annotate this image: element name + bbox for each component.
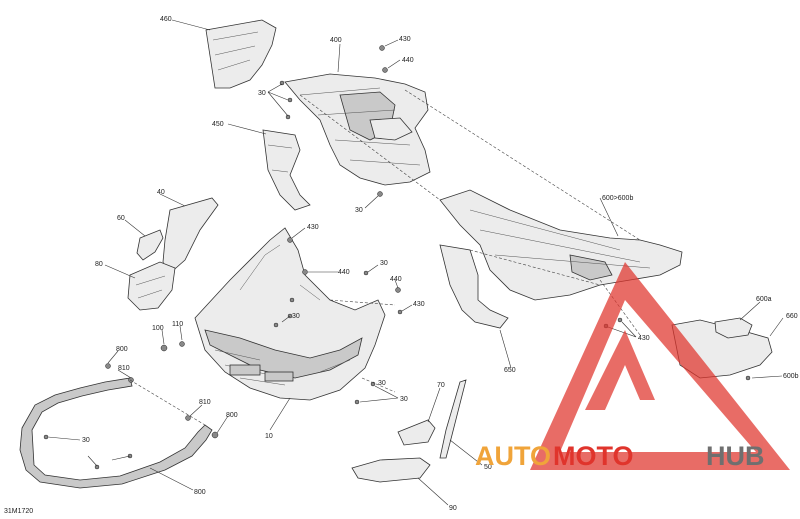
callout-400: 400 bbox=[330, 37, 342, 44]
callout-430: 430 bbox=[413, 301, 425, 308]
callout-10: 10 bbox=[265, 433, 273, 440]
callout-810: 810 bbox=[199, 399, 211, 406]
callout-430: 430 bbox=[307, 224, 319, 231]
part-650-bracket bbox=[439, 244, 509, 329]
callout-450: 450 bbox=[212, 121, 224, 128]
watermark: AUTO MOTO HUB bbox=[475, 262, 790, 471]
callout-810: 810 bbox=[118, 365, 130, 372]
part-60-panel bbox=[136, 229, 164, 261]
callout-100: 100 bbox=[152, 325, 164, 332]
callout-430: 430 bbox=[399, 36, 411, 43]
callout-440: 440 bbox=[402, 57, 414, 64]
callout-430: 430 bbox=[638, 335, 650, 342]
callout-800: 800 bbox=[194, 489, 206, 496]
fasteners bbox=[43, 45, 751, 470]
callout-800: 800 bbox=[116, 346, 128, 353]
callout-600b: 600b bbox=[783, 373, 799, 380]
callout-440: 440 bbox=[338, 269, 350, 276]
part-600a-clip bbox=[714, 317, 753, 339]
callout-90: 90 bbox=[449, 505, 457, 512]
callout-30: 30 bbox=[82, 437, 90, 444]
callout-40: 40 bbox=[157, 189, 165, 196]
callout-800: 800 bbox=[226, 412, 238, 419]
callout-440: 440 bbox=[390, 276, 402, 283]
callout-660: 660 bbox=[786, 313, 798, 320]
watermark-text-auto: AUTO bbox=[475, 441, 551, 471]
part-40-panel bbox=[162, 197, 219, 276]
part-80-panel bbox=[127, 261, 176, 311]
callout-30: 30 bbox=[258, 90, 266, 97]
part-460-panel bbox=[205, 19, 277, 89]
assembly-lines bbox=[129, 89, 641, 426]
callout-650: 650 bbox=[504, 367, 516, 374]
callout-60: 60 bbox=[117, 215, 125, 222]
callout-80: 80 bbox=[95, 261, 103, 268]
callout-110: 110 bbox=[172, 321, 183, 328]
part-90-panel bbox=[351, 457, 431, 483]
watermark-text-hub: HUB bbox=[706, 441, 765, 471]
callout-600-600b: 600>600b bbox=[602, 195, 633, 202]
callout-460: 460 bbox=[160, 16, 172, 23]
callout-50: 50 bbox=[484, 464, 492, 471]
watermark-text-moto: MOTO bbox=[553, 441, 634, 471]
callout-30: 30 bbox=[380, 260, 388, 267]
callout-30: 30 bbox=[400, 396, 408, 403]
callout-600a: 600a bbox=[756, 296, 772, 303]
leader-lines bbox=[47, 19, 784, 506]
part-50-strip bbox=[439, 379, 467, 459]
callout-30: 30 bbox=[378, 380, 386, 387]
watermark-triangle-logo bbox=[530, 262, 790, 470]
callout-30: 30 bbox=[355, 207, 363, 214]
callout-labels: 460 400 430 440 30 450 30 600>600b 40 60… bbox=[4, 16, 799, 515]
callout-70: 70 bbox=[437, 382, 445, 389]
callout-30: 30 bbox=[292, 313, 300, 320]
part-800-bumper bbox=[19, 377, 213, 489]
part-400-frame bbox=[284, 73, 431, 186]
part-70-panel bbox=[397, 419, 436, 446]
part-450-cover bbox=[262, 129, 311, 211]
drawing-number: 31M1720 bbox=[4, 508, 33, 515]
